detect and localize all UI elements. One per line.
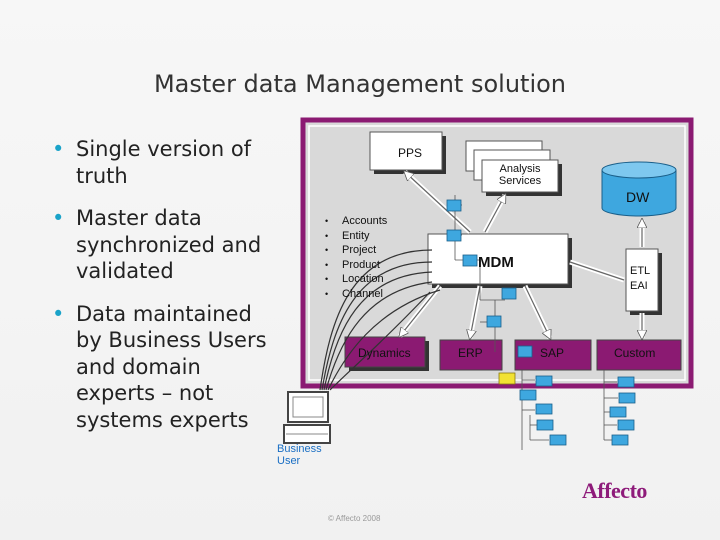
entity-list-item: Product <box>325 258 387 273</box>
mdm-label: MDM <box>478 254 514 271</box>
entity-list-item: Entity <box>325 229 387 244</box>
custom-box <box>596 339 682 371</box>
bullet-item: •Single version of truth <box>52 137 252 188</box>
dw-label: DW <box>626 189 650 205</box>
etl-eai-box <box>625 248 659 312</box>
erp-label: ERP <box>458 346 483 360</box>
bullet-list: •Single version of truth •Master data sy… <box>52 136 282 449</box>
bullet-dot-icon: • <box>52 301 65 326</box>
tree-nodes-sap <box>519 375 567 446</box>
entity-list-item: Location <box>325 272 387 287</box>
business-user-connections <box>319 249 441 391</box>
analysis-services-label: Analysis Services <box>498 163 542 187</box>
bullet-dot-icon: • <box>52 206 65 230</box>
analysis-services-box <box>481 159 559 193</box>
entity-list-item: Accounts <box>325 214 387 229</box>
bullet-dot-icon: • <box>52 137 65 161</box>
entity-list-item: Project <box>325 243 387 258</box>
bullet-item: •Master data synchronized and validated <box>52 206 262 283</box>
pps-box <box>369 131 443 171</box>
affecto-logo: Affecto <box>582 478 647 503</box>
bullet-item: •Data maintained by Business Users and d… <box>52 301 267 432</box>
mdm-box <box>427 233 569 285</box>
erp-box <box>439 339 503 371</box>
custom-label: Custom <box>614 346 656 360</box>
dw-cylinder <box>601 170 677 217</box>
entity-list: Accounts Entity Project Product Location… <box>325 214 387 301</box>
tree-nodes-mdm <box>446 199 533 385</box>
entity-list-item: Channel <box>325 287 387 302</box>
hierarchy-tree-custom <box>603 370 618 441</box>
dynamics-label: Dynamics <box>358 346 411 360</box>
business-user-label: Business User <box>277 443 322 467</box>
etl-label: ETL <box>630 265 651 277</box>
tree-nodes-custom <box>609 376 636 446</box>
pps-label: PPS <box>398 146 423 160</box>
slide-title: Master data Management solution <box>153 70 567 98</box>
sap-label: SAP <box>540 346 565 360</box>
copyright-text: © Affecto 2008 <box>328 514 381 523</box>
computer-icon <box>283 391 331 444</box>
eai-label: EAI <box>630 280 648 292</box>
